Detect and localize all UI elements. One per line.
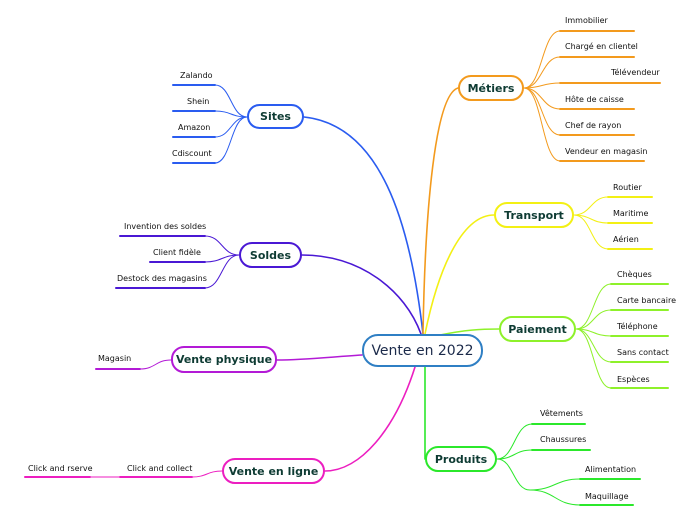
leaf-line-soldes-0 <box>204 235 240 256</box>
leaf-line-sites-0 <box>214 84 248 118</box>
leaf-line-paiement-0 <box>575 283 612 330</box>
leaf-client-fidele[interactable]: Client fidèle <box>153 248 201 257</box>
leaf-charge-en-clientel[interactable]: Chargé en clientel <box>565 42 638 51</box>
leaf-line-paiement-4 <box>575 328 612 389</box>
branch-line-vente-physique <box>276 354 363 361</box>
leaf-magasin[interactable]: Magasin <box>98 354 132 363</box>
leaf-televendeur[interactable]: Télévendeur <box>611 68 660 77</box>
leaf-line-metiers-0 <box>523 30 561 89</box>
leaf-line-produits-group <box>496 458 531 491</box>
leaf-click-and-rserve[interactable]: Click and rserve <box>28 464 93 473</box>
leaf-line-produits-2 <box>529 478 581 491</box>
leaf-line-produits-3 <box>529 489 581 506</box>
topic-soldes[interactable]: Soldes <box>239 242 302 268</box>
leaf-line-paiement-1 <box>575 309 612 330</box>
leaf-vetements[interactable]: Vêtements <box>540 409 583 418</box>
leaf-line-produits-0 <box>496 423 533 460</box>
leaf-maquillage[interactable]: Maquillage <box>585 492 629 501</box>
leaf-line-soldes-2 <box>204 254 240 289</box>
leaf-amazon[interactable]: Amazon <box>178 123 211 132</box>
branch-line-vente-en-ligne <box>324 366 416 472</box>
branch-line-metiers <box>422 87 459 335</box>
leaf-click-and-collect[interactable]: Click and collect <box>127 464 193 473</box>
topic-transport[interactable]: Transport <box>494 202 574 228</box>
leaf-maritime[interactable]: Maritime <box>613 209 649 218</box>
branch-line-soldes <box>301 254 422 335</box>
leaf-chaussures[interactable]: Chaussures <box>540 435 587 444</box>
leaf-destock-des-magasins[interactable]: Destock des magasins <box>117 274 207 283</box>
topic-metiers[interactable]: Métiers <box>458 75 524 101</box>
leaf-routier[interactable]: Routier <box>613 183 642 192</box>
leaf-invention-des-soldes[interactable]: Invention des soldes <box>124 222 207 231</box>
central-topic[interactable]: Vente en 2022 <box>362 334 483 367</box>
leaf-line-metiers-5 <box>523 87 561 162</box>
leaf-line-metiers-2 <box>523 82 561 89</box>
topic-paiement[interactable]: Paiement <box>499 316 576 342</box>
topic-vente-en-ligne[interactable]: Vente en ligne <box>222 458 325 484</box>
leaf-line-sites-3 <box>214 116 248 164</box>
leaf-line-metiers-4 <box>523 87 561 136</box>
leaf-alimentation[interactable]: Alimentation <box>585 465 637 474</box>
branch-line-sites <box>303 116 424 335</box>
leaf-line-transport-2 <box>573 214 609 250</box>
topic-vente-physique[interactable]: Vente physique <box>171 346 277 373</box>
leaf-immobilier[interactable]: Immobilier <box>565 16 608 25</box>
topic-sites[interactable]: Sites <box>247 104 304 129</box>
leaf-chef-de-rayon[interactable]: Chef de rayon <box>565 121 622 130</box>
leaf-line-vente-physique-0 <box>139 359 172 370</box>
leaf-zalando[interactable]: Zalando <box>180 71 213 80</box>
branch-line-transport <box>424 214 495 335</box>
leaf-line-vente-en-ligne-0 <box>191 470 223 478</box>
leaf-line-metiers-1 <box>523 56 561 89</box>
branch-line-paiement <box>439 328 500 336</box>
leaf-hote-de-caisse[interactable]: Hôte de caisse <box>565 95 624 104</box>
leaf-sans-contact[interactable]: Sans contact <box>617 348 669 357</box>
leaf-line-sites-1 <box>214 110 248 118</box>
topic-produits[interactable]: Produits <box>425 446 497 472</box>
leaf-line-sites-2 <box>214 116 248 138</box>
leaf-carte-bancaire[interactable]: Carte bancaire <box>617 296 676 305</box>
leaf-line-produits-1 <box>496 449 533 460</box>
leaf-line-transport-0 <box>573 196 609 216</box>
leaf-cheques[interactable]: Chèques <box>617 270 652 279</box>
leaf-cdiscount[interactable]: Cdiscount <box>172 149 212 158</box>
leaf-vendeur-en-magasin[interactable]: Vendeur en magasin <box>565 147 648 156</box>
leaf-telephone[interactable]: Téléphone <box>617 322 658 331</box>
leaf-especes[interactable]: Espèces <box>617 375 650 384</box>
leaf-shein[interactable]: Shein <box>187 97 210 106</box>
leaf-aerien[interactable]: Aérien <box>613 235 639 244</box>
